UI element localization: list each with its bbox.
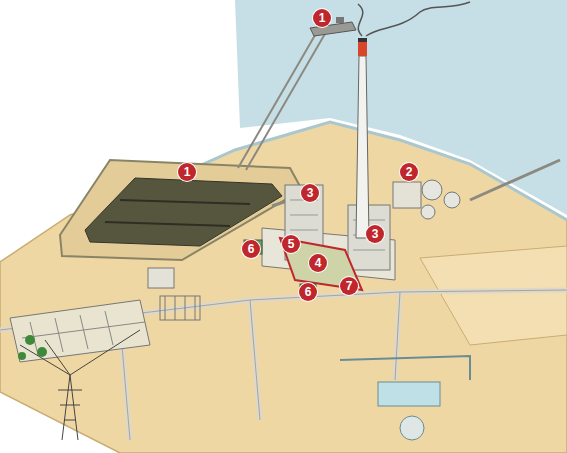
switchgear-lines <box>165 296 195 320</box>
road-edge <box>0 290 567 440</box>
callout-number: 2 <box>400 163 418 181</box>
empty-field <box>420 246 567 345</box>
tank <box>422 180 442 200</box>
callout-number: 6 <box>242 240 260 258</box>
tree <box>18 352 26 360</box>
callout-number: 4 <box>309 254 327 272</box>
substation <box>10 300 150 362</box>
tank <box>444 192 460 208</box>
callout-number: 5 <box>282 235 300 253</box>
switchgear <box>160 296 200 320</box>
chimney-band <box>358 42 367 56</box>
callout-number: 1 <box>178 163 196 181</box>
building <box>148 268 174 288</box>
tank <box>421 205 435 219</box>
callout-number: 6 <box>299 283 317 301</box>
coal-pile <box>85 178 282 246</box>
road <box>0 290 567 440</box>
callout-number: 3 <box>301 184 319 202</box>
callout-number: 3 <box>366 225 384 243</box>
callout-number: 7 <box>340 277 358 295</box>
chimney <box>356 56 369 238</box>
water-channel <box>340 356 470 380</box>
chimney-top <box>358 38 367 42</box>
tree <box>37 347 47 357</box>
land <box>0 122 567 453</box>
smoke <box>358 2 470 36</box>
coal-conveyor <box>238 30 326 170</box>
stacker-rail <box>105 200 250 226</box>
transmission-tower <box>20 330 140 440</box>
callout-number: 1 <box>313 9 331 27</box>
ship-bridge <box>336 17 344 23</box>
tree <box>25 335 35 345</box>
building <box>393 182 421 208</box>
clarifier <box>400 416 424 440</box>
water-basin <box>378 382 440 406</box>
